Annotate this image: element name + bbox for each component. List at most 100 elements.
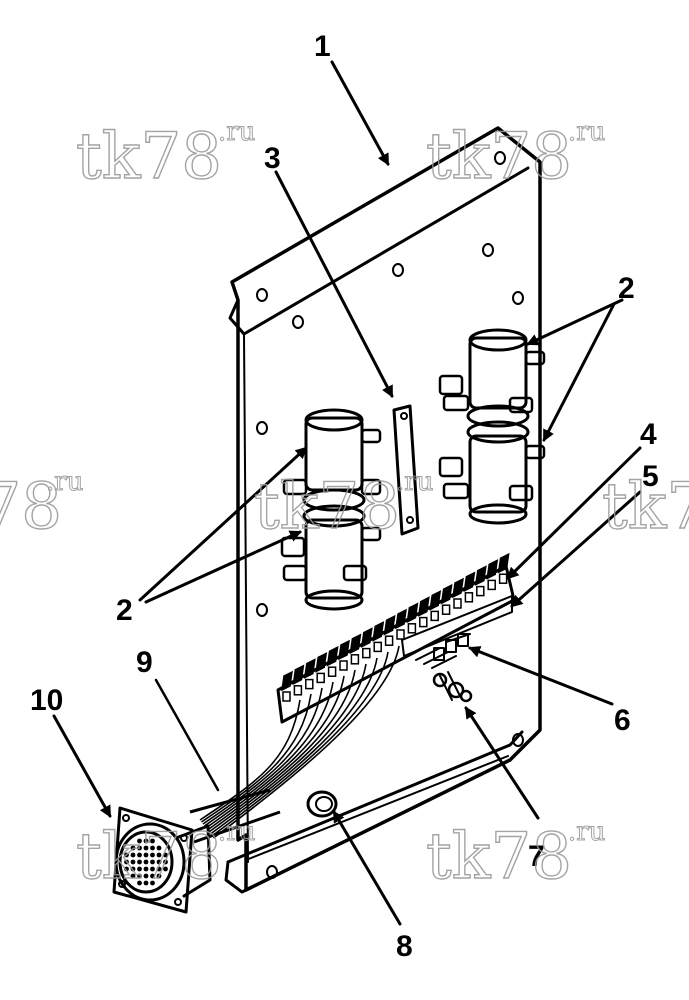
watermark-sup: .ru <box>396 467 433 497</box>
connector-pin <box>137 859 142 865</box>
watermark-main: tk78 <box>254 470 400 544</box>
leader-1 <box>330 60 390 166</box>
terminal-block <box>281 670 293 702</box>
watermarks: tk78 .ru tk78 .ru tk78 .ru tk78 .ru tk78… <box>0 117 689 895</box>
callout-10: 10 <box>30 684 63 717</box>
connector-pin <box>143 838 149 844</box>
leader-lines <box>52 60 642 926</box>
connector-pin <box>137 845 142 851</box>
watermark-main: tk78 <box>0 470 62 544</box>
connector-pin <box>137 838 142 844</box>
connector-pin <box>137 866 142 872</box>
connector-pin <box>130 859 136 865</box>
connector-pin <box>150 852 155 858</box>
leader-2a <box>526 298 624 346</box>
connector-pin <box>143 873 149 879</box>
callout-2-left: 2 <box>116 594 133 627</box>
connector-pin <box>163 859 168 865</box>
connector-pin <box>156 859 162 865</box>
diode-assembly <box>415 633 473 703</box>
callout-9: 9 <box>136 646 153 679</box>
leader-2c <box>138 446 308 602</box>
terminal-block <box>395 608 407 640</box>
connector-pin <box>137 880 142 886</box>
connector-pin <box>124 859 129 865</box>
bracket <box>392 404 420 536</box>
relay-right <box>438 328 546 525</box>
terminal-block <box>383 614 396 646</box>
harness-wire <box>204 681 334 827</box>
harness-wire <box>208 663 367 833</box>
connector-pin <box>150 880 155 886</box>
terminal-block <box>440 583 453 615</box>
terminal-block <box>452 577 464 609</box>
terminal-block <box>429 590 442 622</box>
connector-pin <box>130 866 136 872</box>
terminal-block <box>474 565 487 597</box>
terminal-block <box>315 652 328 684</box>
terminal-board <box>276 552 516 724</box>
connector-pin <box>124 852 129 858</box>
connector-pin <box>150 873 155 879</box>
terminal-blocks <box>281 552 510 702</box>
callout-3: 3 <box>264 142 281 175</box>
leader-7 <box>464 706 540 820</box>
watermark-sup: .ru <box>218 117 255 147</box>
connector-pins <box>124 838 168 886</box>
connector-pin <box>143 852 149 858</box>
leader-5 <box>510 490 642 608</box>
terminal-block <box>406 602 419 634</box>
terminal-block <box>486 559 499 591</box>
callout-4: 4 <box>640 418 657 451</box>
harness-wire <box>210 657 378 835</box>
connector-pin <box>150 859 155 865</box>
connector-pin <box>156 866 162 872</box>
watermark-main: tk78 <box>76 820 222 894</box>
callout-7: 7 <box>528 840 545 873</box>
leader-8 <box>332 810 402 926</box>
connector-pin <box>137 852 142 858</box>
connector-pin <box>143 880 149 886</box>
connector-pin <box>163 852 168 858</box>
terminal-studs-right <box>438 350 546 502</box>
connector-pin <box>130 852 136 858</box>
watermark-main: tk78 <box>602 470 689 544</box>
connector-pin <box>143 859 149 865</box>
grommet <box>306 790 338 818</box>
harness-wire <box>213 645 400 839</box>
mounting-holes <box>256 151 524 879</box>
watermark-main: tk78 <box>426 120 572 194</box>
leader-4 <box>506 446 642 580</box>
callout-6: 6 <box>614 704 631 737</box>
terminal-studs-left <box>280 428 382 582</box>
harness-wire <box>211 651 389 837</box>
callout-1: 1 <box>314 30 331 63</box>
leader-6 <box>468 646 614 706</box>
terminal-block <box>326 645 339 677</box>
connector-pin <box>156 845 162 851</box>
connector-pin <box>143 845 149 851</box>
connector-pin <box>130 873 136 879</box>
callout-5: 5 <box>642 460 659 493</box>
terminal-block <box>463 571 476 603</box>
connector-pin <box>130 845 136 851</box>
connector-pin <box>163 866 168 872</box>
harness-wire <box>201 693 312 823</box>
watermark-main: tk78 <box>426 820 572 894</box>
connector-pin <box>124 866 129 872</box>
leader-10 <box>52 714 112 818</box>
leader-2d <box>144 530 302 604</box>
connector-pin <box>150 845 155 851</box>
callout-8: 8 <box>396 930 413 963</box>
connector <box>112 806 212 914</box>
watermark-sup: .ru <box>568 117 605 147</box>
connector-pin <box>156 873 162 879</box>
terminal-block <box>349 633 362 665</box>
connector-pin <box>137 873 142 879</box>
watermark-sup: .ru <box>46 467 83 497</box>
connector-pin <box>156 852 162 858</box>
mounting-plate <box>224 126 542 894</box>
harness-wire <box>205 675 345 829</box>
leader-3 <box>274 170 394 398</box>
harness-wire <box>202 687 323 825</box>
